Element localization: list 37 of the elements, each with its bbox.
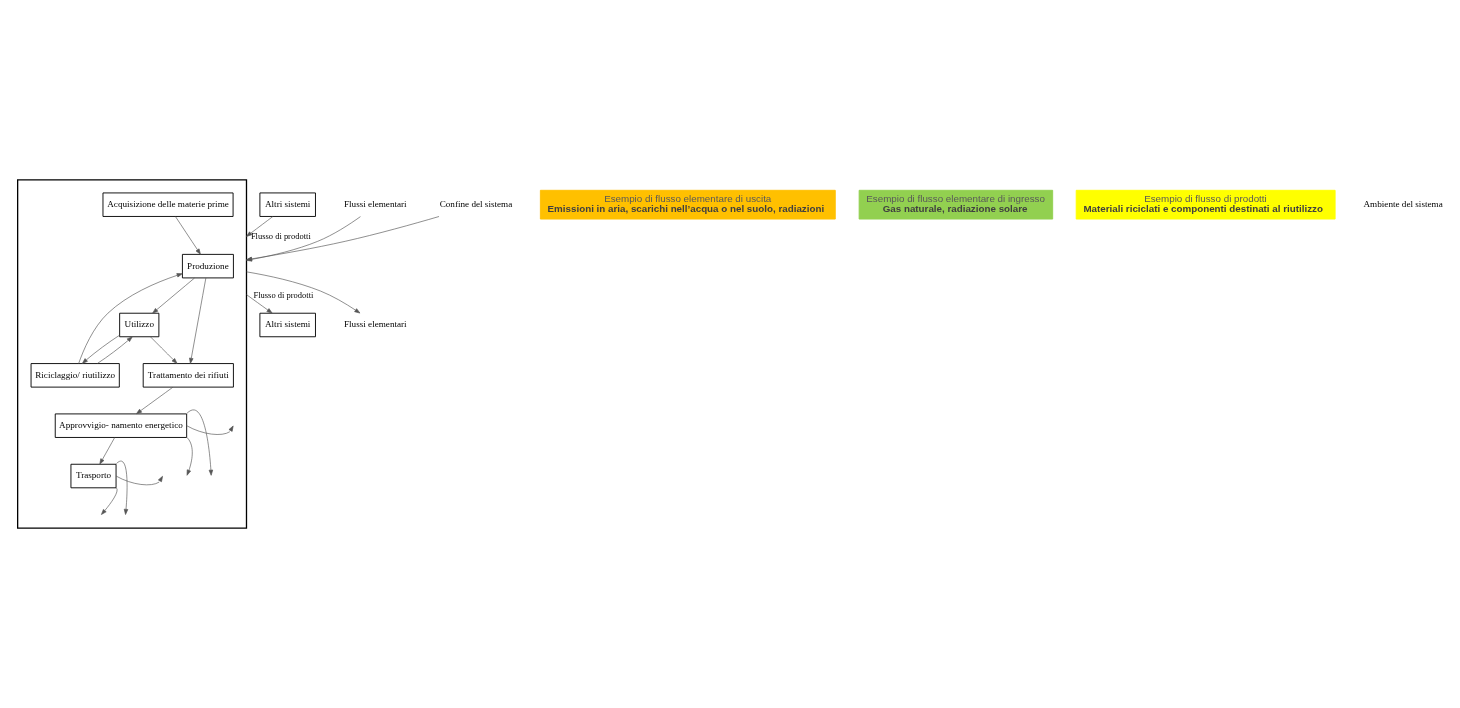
- arrow: [246, 271, 361, 314]
- arrow: [189, 277, 207, 364]
- arrow: [78, 273, 183, 364]
- edge-label: Flusso di prodotti: [250, 230, 311, 241]
- node-text: Flussi elementari: [343, 199, 407, 210]
- arrow: [175, 216, 201, 255]
- label: Ambiente del sistema: [1363, 199, 1443, 210]
- edge-label: Flusso di prodotti: [253, 289, 314, 300]
- node-text: Confine del sistema: [439, 199, 513, 210]
- node-box: Approvvigio- namento energetico: [54, 413, 188, 438]
- arrow: [246, 216, 274, 237]
- arrow: [101, 487, 118, 515]
- arrow: [150, 336, 178, 364]
- arrow: [115, 475, 163, 486]
- cluster: [17, 179, 248, 529]
- arrow: [186, 425, 234, 435]
- node-box: Esempio di flusso elementare di ingresso Gas naturale, radiazione solare: [858, 189, 1054, 220]
- arrow: [186, 409, 214, 476]
- node-box: Altri sistemi: [259, 312, 316, 338]
- node-text: Flussi elementari: [343, 319, 407, 330]
- arrow: [246, 294, 273, 314]
- node-box: Riciclaggio/ riutilizzo: [30, 363, 120, 388]
- arrow: [99, 437, 116, 465]
- arrow: [116, 460, 129, 515]
- node-box: Utilizzo: [119, 312, 160, 338]
- node-box: Trattamento dei rifiuti: [142, 363, 234, 388]
- node-box: Esempio di flusso elementare di uscita Emissioni in aria, scarichi nell’acqua o nel suolo, radiazioni: [539, 189, 836, 220]
- node-box: Altri sistemi: [259, 192, 316, 217]
- arrow: [97, 336, 133, 364]
- arrow: [82, 334, 120, 364]
- node-box: Trasporto: [70, 463, 117, 489]
- node-box: Produzione: [181, 253, 234, 279]
- node-box: Acquisizione delle materie prime: [102, 192, 234, 217]
- node-box: Esempio di flusso di prodotti Materiali riciclati e componenti destinati al riutilizzo: [1075, 189, 1336, 220]
- arrow: [186, 437, 193, 476]
- arrow: [152, 277, 195, 314]
- arrow: [136, 386, 174, 415]
